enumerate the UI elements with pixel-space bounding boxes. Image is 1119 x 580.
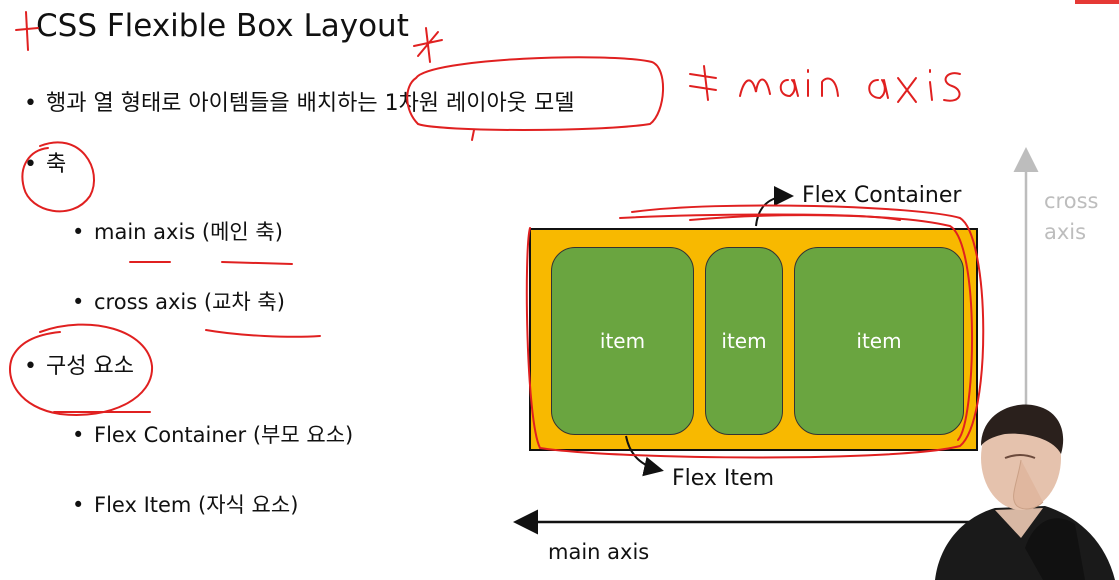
bullet-text: Flex Item (자식 요소) <box>94 493 299 517</box>
cross-axis-label-line2: axis <box>1044 220 1087 244</box>
bullet-text: Flex Container (부모 요소) <box>94 423 354 447</box>
bullet-text: 행과 열 형태로 아이템들을 배치하는 1차원 레이아웃 모델 <box>46 91 575 116</box>
presenter-silhouette-icon <box>935 404 1115 580</box>
main-axis-label: main axis <box>548 540 650 564</box>
bullet-item: • 행과 열 형태로 아이템들을 배치하는 1차원 레이아웃 모델 <box>24 89 574 119</box>
bullet-dot-icon: • <box>72 220 85 244</box>
red-corner-mark <box>1075 0 1119 4</box>
cross-axis-label: cross axis <box>1044 186 1098 248</box>
flex-container-label: Flex Container <box>802 183 962 208</box>
slide-title: CSS Flexible Box Layout <box>36 8 409 44</box>
bullet-dot-icon: • <box>24 152 37 177</box>
flex-item: item <box>551 247 694 435</box>
bullet-dot-icon: • <box>24 354 37 379</box>
flex-container-pointer-arrow <box>755 186 794 227</box>
flex-container-box: item item item <box>529 228 978 451</box>
flex-item: item <box>705 247 783 435</box>
bullet-dot-icon: • <box>72 290 85 314</box>
flex-item-label: Flex Item <box>672 466 775 491</box>
bullet-item: • cross axis (교차 축) <box>72 287 285 317</box>
bullet-item: • Flex Container (부모 요소) <box>72 420 353 450</box>
bullet-item: • main axis (메인 축) <box>72 217 283 247</box>
bullet-dot-icon: • <box>72 493 85 517</box>
bullet-text: 축 <box>46 152 67 177</box>
bullet-dot-icon: • <box>72 423 85 447</box>
presenter-video <box>925 398 1119 580</box>
bullet-text: 구성 요소 <box>46 354 134 379</box>
bullet-dot-icon: • <box>24 91 37 116</box>
bullet-text: main axis (메인 축) <box>94 220 283 244</box>
bullet-text: cross axis (교차 축) <box>94 290 285 314</box>
cross-axis-label-line1: cross <box>1044 189 1099 213</box>
bullet-item: • Flex Item (자식 요소) <box>72 490 298 520</box>
bullet-item: •축 <box>24 150 66 180</box>
bullet-item: • 구성 요소 <box>24 352 134 382</box>
